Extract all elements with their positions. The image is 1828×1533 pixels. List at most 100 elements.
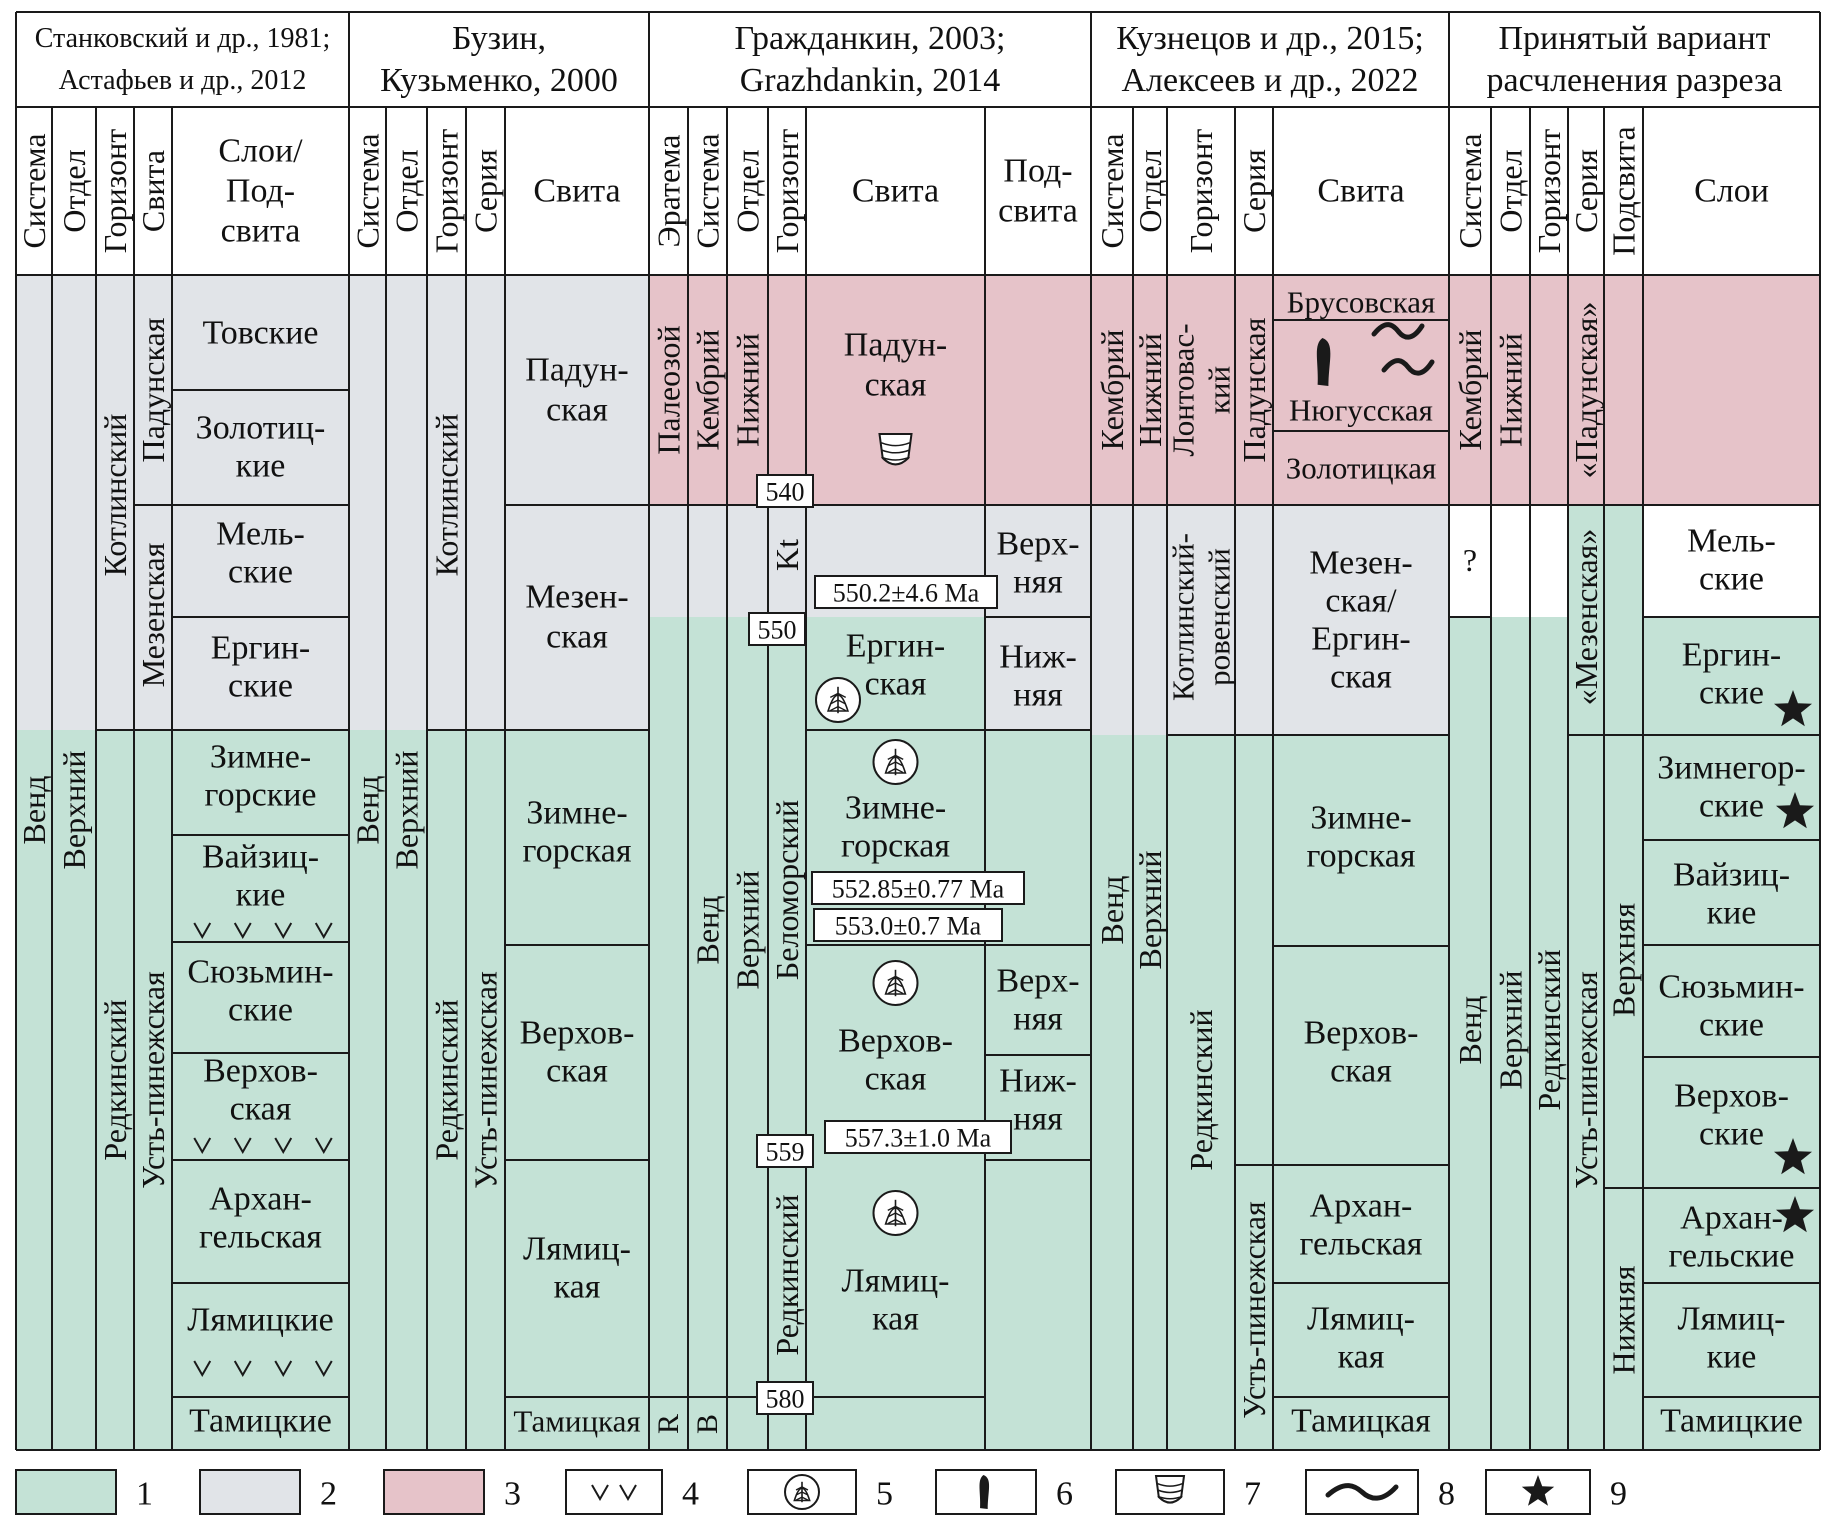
legend-swatch-4	[565, 1469, 663, 1515]
column-header: Слои/	[218, 133, 303, 170]
volcanic-tuff-mark	[314, 922, 333, 940]
column-header-group: Горизонт	[97, 129, 133, 253]
layer-vayzits: кие	[1707, 895, 1757, 932]
column-header-group: Серия	[468, 149, 504, 233]
age-580-box	[756, 1381, 814, 1415]
algae-trace-icon	[1381, 358, 1435, 376]
suite-lyamits: кая	[1338, 1339, 1385, 1376]
suite-mezen-ergin: ская/	[1325, 583, 1397, 620]
division-upper-group: Верхний	[730, 871, 766, 990]
suite-nyugus: Нюгусская	[1289, 393, 1433, 428]
series-ust-pinega: Усть-пинежская	[1236, 1201, 1272, 1419]
layer-tamits: Тамицкие	[189, 1403, 332, 1440]
s1-green	[16, 730, 349, 1450]
layer-ergin: Ергин-	[1682, 637, 1781, 674]
column-header: Система	[1094, 133, 1130, 248]
system-vend-group: Венд	[350, 776, 386, 845]
star-icon	[1521, 1475, 1555, 1506]
layer-zolotitskie: кие	[236, 448, 286, 485]
column-header: Серия	[468, 149, 504, 233]
column-header-group: Система	[350, 133, 386, 248]
series-ust-pinega-group: Усть-пинежская	[468, 971, 504, 1189]
division-lower-group: Нижний	[1493, 333, 1529, 447]
system-vend: Венд	[16, 776, 52, 845]
division-lower-group: Нижний	[1132, 333, 1168, 447]
system-vend: Венд	[1094, 876, 1130, 945]
column-header: Свита	[852, 173, 939, 210]
system-cambrian: Кембрий	[1094, 329, 1130, 450]
suite-zimne: Зимне-	[1310, 800, 1411, 837]
suite-zimne: горская	[1307, 838, 1416, 875]
eratheme-paleozoic-group: Палеозой	[651, 325, 687, 454]
series-mezen-group: «Мезенская»	[1568, 529, 1604, 706]
volcanic-tuff-mark	[274, 1137, 293, 1155]
system-cambrian-group: Кембрий	[690, 329, 726, 450]
eratheme-r-group: R	[652, 1414, 685, 1434]
s5-white-serie-gap2	[1568, 505, 1604, 617]
horizon-kotlin-roven-group: Котлинский-ровенский	[1166, 533, 1237, 701]
layer-melskie: ские	[1699, 561, 1764, 598]
layer-ergin: Ергин-	[211, 630, 310, 667]
series-padun: Падунская	[1236, 317, 1272, 462]
horizon-redkinsky: Редкинский	[1183, 1009, 1219, 1170]
layer-zimnegor: горские	[205, 777, 317, 814]
system-vend-group: Венд	[1094, 876, 1130, 945]
volcanic-tuff-mark	[193, 1360, 212, 1378]
date-557-3: 557.3±1.0 Ma	[845, 1124, 992, 1153]
column-header: Эратема	[651, 135, 687, 248]
horizon-lontovas: Лонтовас-	[1166, 323, 1201, 456]
suite-lyamits: кая	[554, 1269, 601, 1306]
layer-lyamits: кие	[1707, 1339, 1757, 1376]
suite-mezen: Мезен-	[525, 579, 628, 616]
column-header: Горизонт	[1531, 129, 1567, 253]
age-580: 580	[766, 1385, 805, 1414]
column-header-group: Горизонт	[1183, 129, 1219, 253]
date-557-3-box	[824, 1120, 1012, 1154]
division-upper: Верхний	[389, 751, 425, 870]
s5-green	[1449, 617, 1820, 1450]
column-header-group: Отдел	[389, 149, 425, 232]
horizon-belomorsky: Беломорский	[769, 800, 805, 980]
system-vend: Венд	[350, 776, 386, 845]
division-upper-group: Верхний	[1132, 851, 1168, 970]
column-header: Отдел	[1493, 149, 1529, 232]
horizon-kt-group: Kt	[769, 539, 805, 571]
column-header: Под-	[1003, 153, 1072, 190]
date-552-85: 552.85±0.77 Ma	[832, 875, 1005, 904]
s4-green	[1091, 735, 1449, 1450]
series-ust-pinega: Усть-пинежская	[468, 971, 504, 1189]
system-vend-group: Венд	[690, 896, 726, 965]
date-553-0-box	[813, 908, 1003, 942]
horizon-redkinsky: Редкинский	[97, 999, 133, 1160]
division-lower: Нижний	[1493, 333, 1529, 447]
column-header-group: Система	[690, 133, 726, 248]
subsuite-lower: няя	[1013, 677, 1063, 714]
column-header: Система	[690, 133, 726, 248]
s4-grey	[1091, 505, 1449, 735]
legend-label: 3	[504, 1476, 521, 1513]
s3-sub-green	[985, 730, 1091, 1450]
s2-green	[349, 730, 649, 1450]
layer-lyamits: Лямиц-	[1678, 1301, 1786, 1338]
suite-padun-group: Падунская	[135, 317, 171, 462]
column-header-group: Подсвита	[1606, 126, 1642, 255]
suite-lyamits: Лямиц-	[842, 1263, 950, 1300]
division-upper: Верхний	[56, 751, 92, 870]
age-550-box	[748, 612, 806, 646]
s2-grey	[349, 275, 649, 730]
subsuite-lower-group: Нижняя	[1606, 1265, 1642, 1374]
trace-fossil-icon	[979, 1475, 990, 1509]
column-header: Горизонт	[429, 129, 465, 253]
column-header: свита	[998, 193, 1078, 230]
algae-trace-icon	[1371, 322, 1425, 340]
division-lower: Нижний	[730, 333, 766, 447]
column-header-group: Свита	[135, 150, 171, 232]
horizon-lontovas-group: Лонтовас-кий	[1166, 323, 1237, 456]
horizon-redkinsky-group: Редкинский	[429, 999, 465, 1160]
frond-fossil-icon	[872, 739, 919, 785]
series-ust-pinega: Усть-пинежская	[1568, 971, 1604, 1189]
subsuite-lower: Ниж-	[999, 639, 1077, 676]
section-title-s5: расчленения разреза	[1486, 62, 1782, 99]
system-v-group: B	[691, 1414, 724, 1434]
system-vend: Венд	[1452, 996, 1488, 1065]
